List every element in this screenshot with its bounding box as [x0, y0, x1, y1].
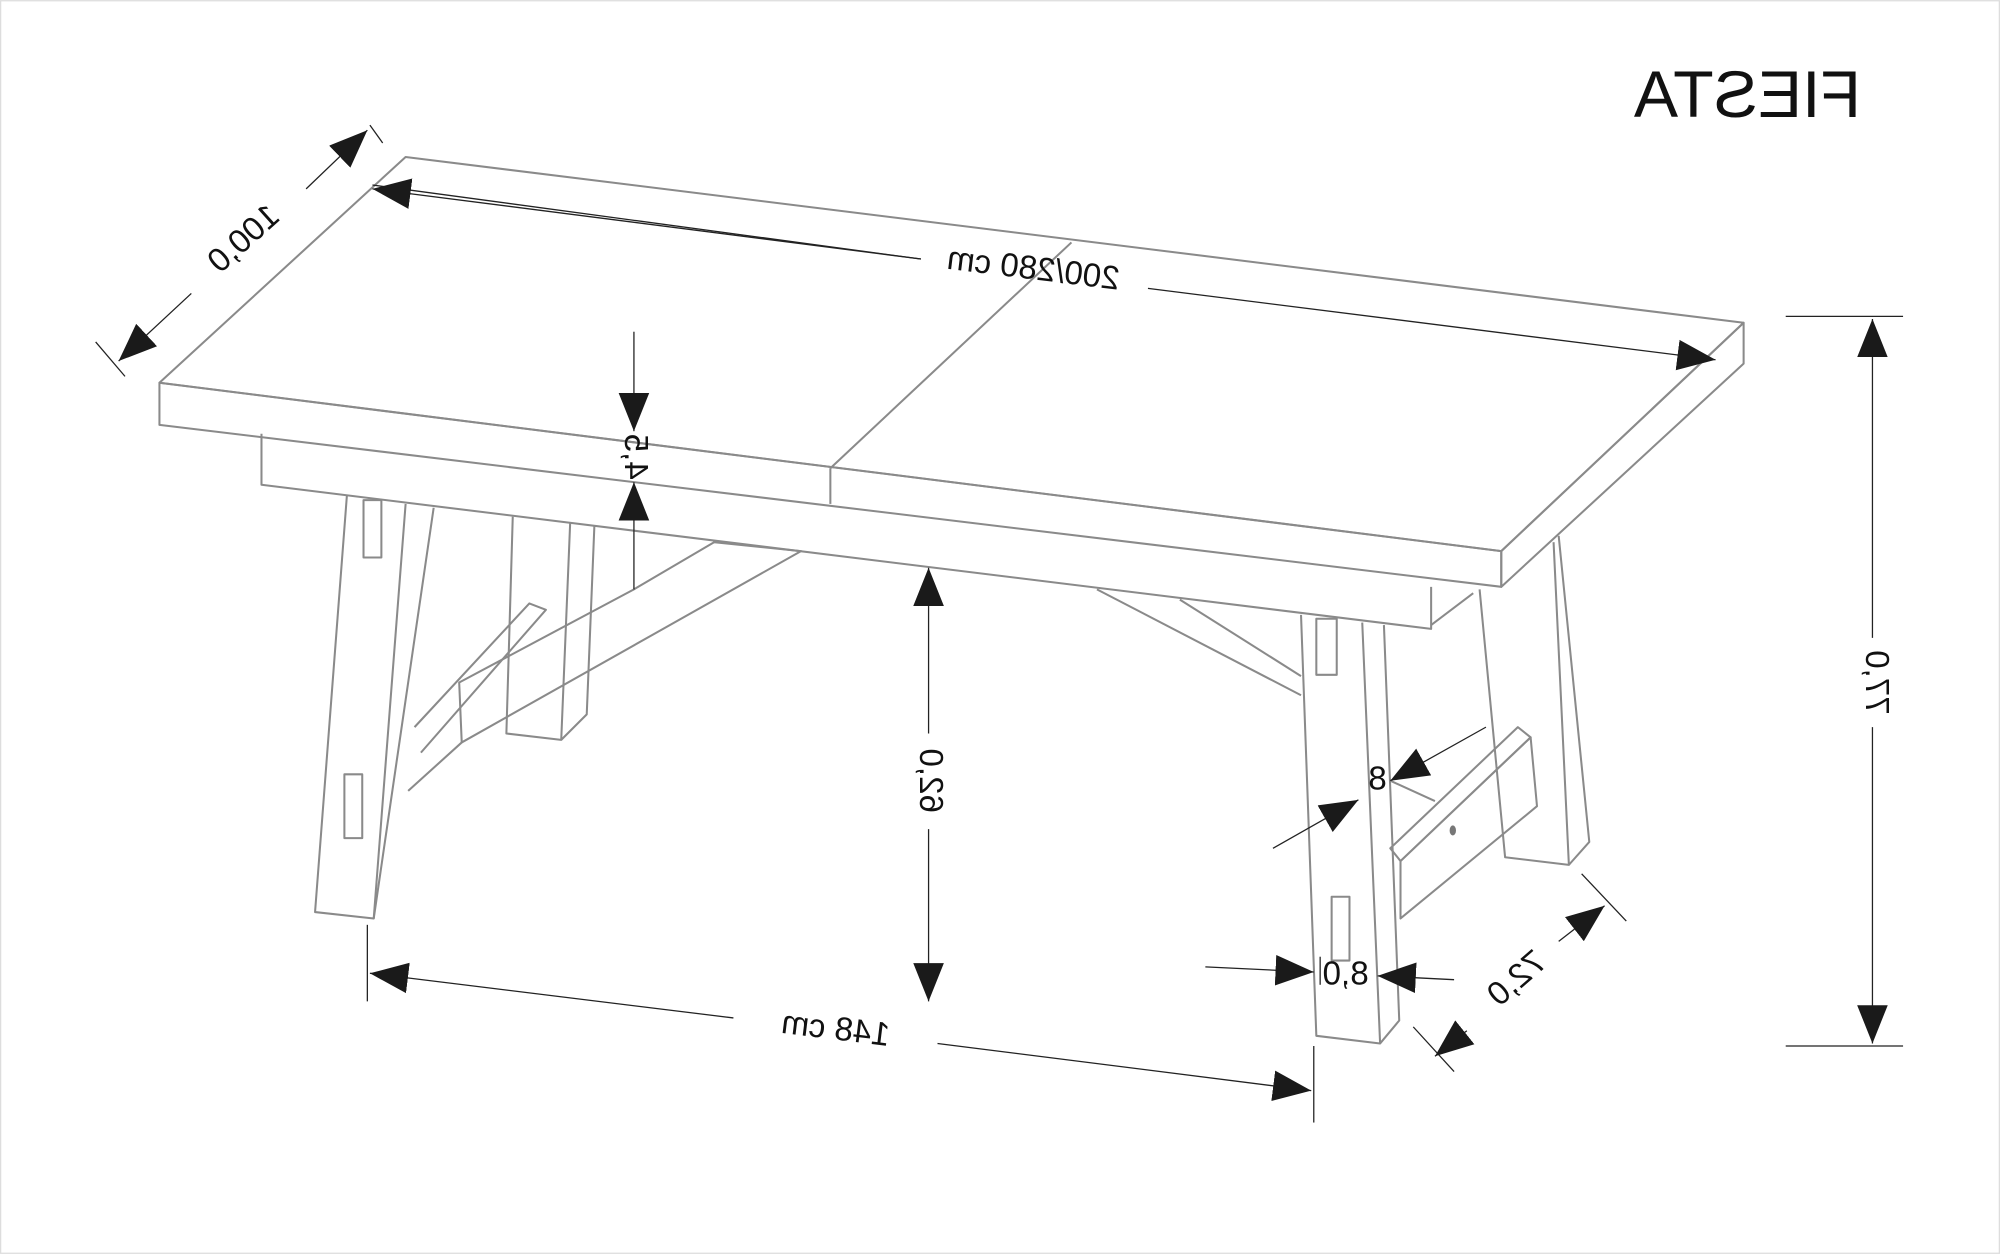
height-label: 77,0	[1858, 650, 1895, 715]
dimension-lines	[95, 124, 1904, 1123]
top-thickness-label: 4,5	[617, 434, 654, 480]
table-outline	[158, 155, 1745, 1045]
leg-thickness-label: 8	[1368, 760, 1386, 797]
leg-span-label: 148 cm	[779, 1004, 891, 1054]
dimension-labels: FIESTA 200/280 cm 100,0 4,5 62,0 77,0 14…	[201, 58, 1896, 1054]
clearance-label: 62,0	[912, 748, 949, 813]
leg-width-label: 8,0	[1323, 956, 1369, 993]
leg-depth-span-label: 72,0	[1480, 943, 1553, 1013]
depth-label: 100,0	[201, 197, 287, 280]
length-label: 200/280 cm	[945, 240, 1121, 298]
product-title: FIESTA	[1633, 58, 1861, 132]
